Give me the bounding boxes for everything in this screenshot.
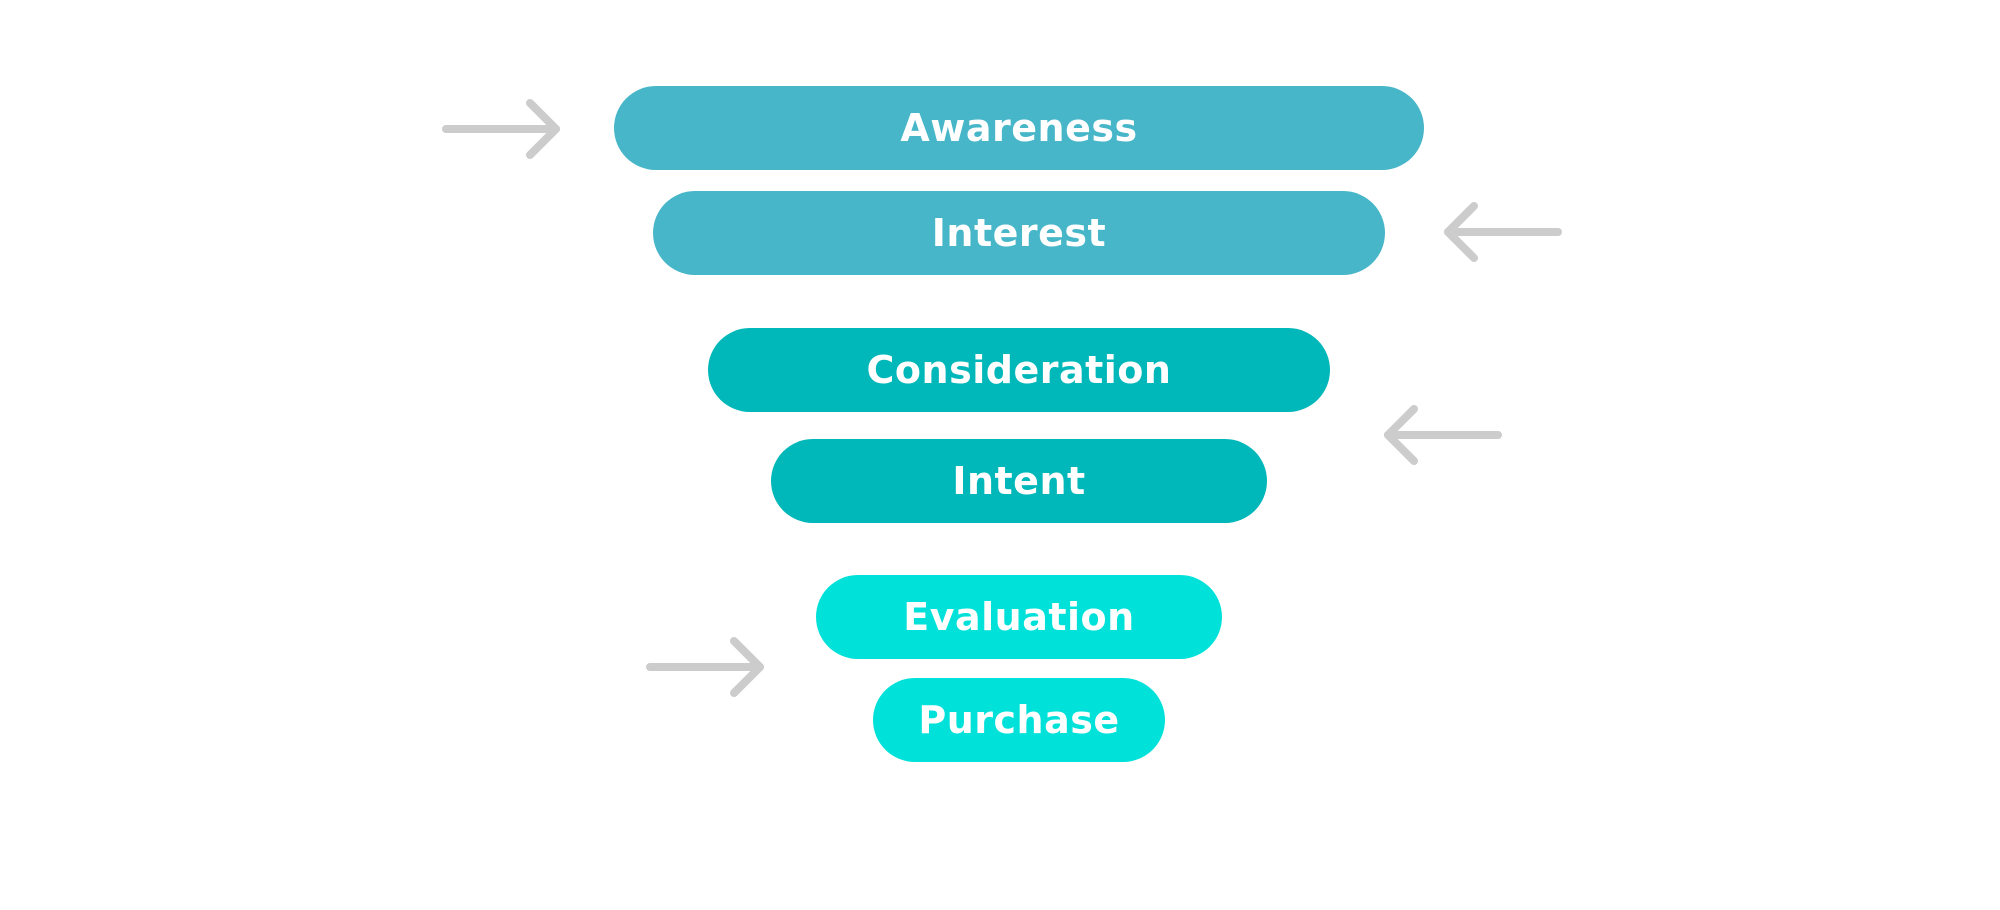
funnel-stage-label: Awareness: [900, 106, 1138, 150]
funnel-stage-interest: Interest: [653, 191, 1385, 275]
arrow-right-icon: [646, 635, 766, 699]
funnel-stage-consideration: Consideration: [708, 328, 1330, 412]
arrow-left-icon: [1442, 200, 1562, 264]
funnel-stage-label: Evaluation: [903, 595, 1135, 639]
funnel-stage-intent: Intent: [771, 439, 1267, 523]
funnel-stage-evaluation: Evaluation: [816, 575, 1222, 659]
funnel-stage-label: Interest: [931, 211, 1107, 255]
funnel-stage-purchase: Purchase: [873, 678, 1165, 762]
arrow-left-icon: [1382, 403, 1502, 467]
funnel-stage-awareness: Awareness: [614, 86, 1424, 170]
funnel-stage-label: Purchase: [918, 698, 1120, 742]
arrow-right-icon: [442, 97, 562, 161]
funnel-stage-label: Intent: [952, 459, 1086, 503]
funnel-stage-label: Consideration: [866, 348, 1172, 392]
